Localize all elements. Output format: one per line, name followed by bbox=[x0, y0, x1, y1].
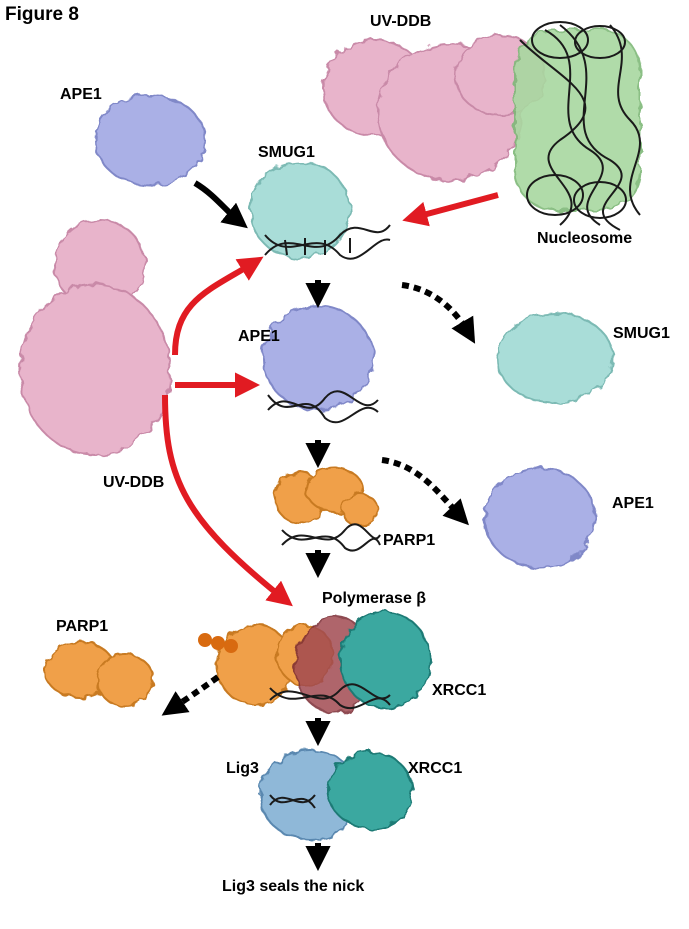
arrow-nucleosome-to-smug1 bbox=[402, 192, 499, 227]
figure-label: Figure 8 bbox=[5, 4, 79, 25]
lig3-xrcc1-complex bbox=[259, 749, 413, 841]
lig3-label: Lig3 bbox=[226, 760, 259, 777]
ape1-right-label: APE1 bbox=[612, 495, 654, 512]
arrow-ape1-to-smug1 bbox=[193, 180, 248, 229]
parp1-protein-left bbox=[44, 641, 154, 707]
final-step-label: Lig3 seals the nick bbox=[222, 878, 365, 895]
uvddb-protein-left bbox=[19, 219, 171, 456]
pathway-arrows bbox=[161, 180, 499, 872]
arrow-uvddb-to-complex bbox=[162, 394, 293, 607]
polymerase-label: Polymerase β bbox=[322, 590, 427, 607]
ape1-topleft-label: APE1 bbox=[60, 86, 102, 103]
complex-dna bbox=[269, 683, 391, 710]
ape1-dna bbox=[267, 390, 379, 424]
arrow-parp1-release bbox=[161, 674, 220, 716]
smug1-dna bbox=[264, 224, 391, 260]
xrcc1-center-label: XRCC1 bbox=[432, 682, 487, 699]
smug1-center-label: SMUG1 bbox=[258, 144, 315, 161]
parp1-center-label: PARP1 bbox=[383, 532, 436, 549]
parp1-polymerase-xrcc1-complex bbox=[216, 611, 431, 714]
smug1-right-label: SMUG1 bbox=[613, 325, 670, 342]
uvddb-top-label: UV-DDB bbox=[370, 13, 432, 30]
xrcc1-bottom-label: XRCC1 bbox=[408, 760, 463, 777]
parp1-left-label: PARP1 bbox=[56, 618, 109, 635]
parp1-linker-beads bbox=[198, 633, 238, 653]
uvddb-nucleosome-complex bbox=[322, 29, 641, 211]
ape1-protein-topleft bbox=[94, 94, 206, 186]
arrow-uvddb-to-smug1 bbox=[172, 256, 264, 356]
lig3-dna bbox=[269, 794, 316, 809]
ape1-center-label: APE1 bbox=[238, 328, 280, 345]
smug1-protein-right bbox=[496, 312, 614, 404]
ape1-protein-center bbox=[262, 305, 374, 411]
parp1-dna bbox=[281, 523, 381, 552]
nucleosome-dna bbox=[519, 21, 641, 231]
uvddb-left-label: UV-DDB bbox=[103, 474, 165, 491]
smug1-protein-center bbox=[249, 161, 351, 259]
nucleosome-label: Nucleosome bbox=[537, 230, 633, 247]
arrow-ape1-release bbox=[381, 457, 469, 526]
parp1-protein-center bbox=[274, 467, 379, 527]
ape1-protein-right bbox=[484, 467, 596, 569]
arrow-smug1-release bbox=[401, 282, 476, 344]
